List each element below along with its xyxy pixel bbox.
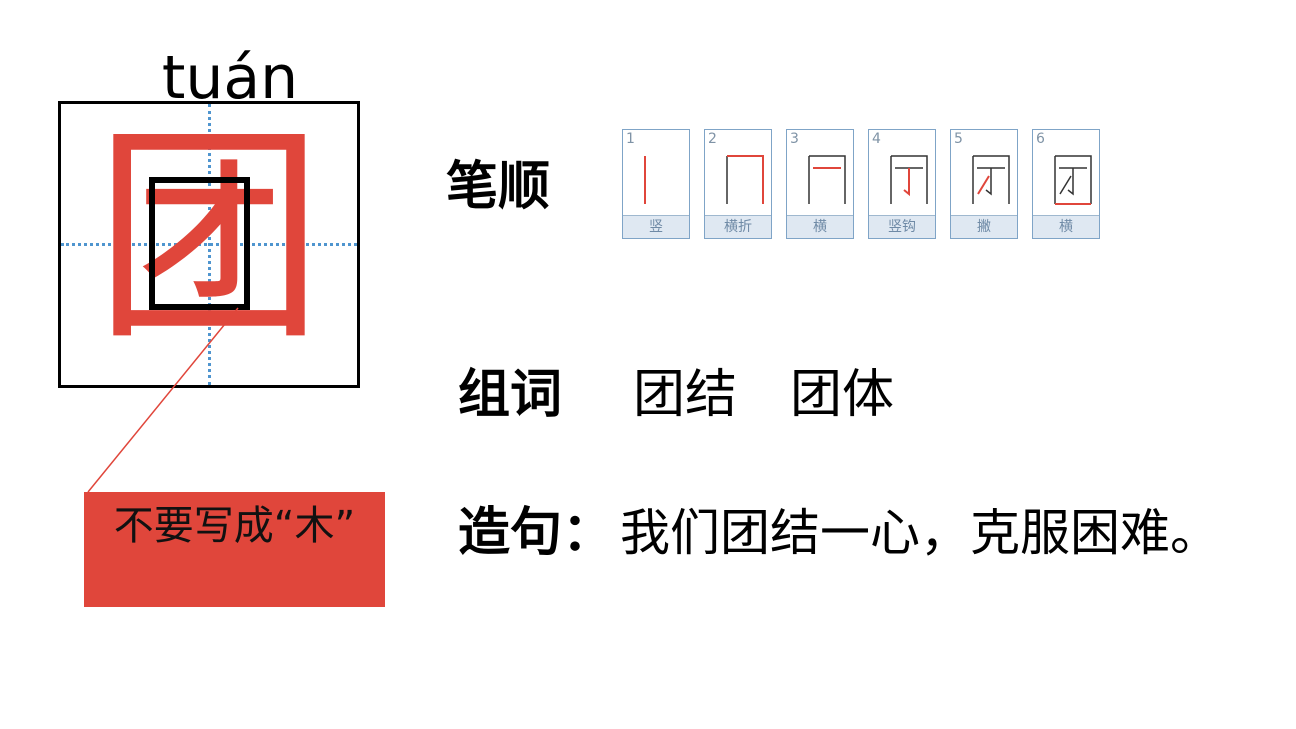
- stroke-name: 横折: [705, 215, 771, 238]
- word-group-label: 组词: [458, 365, 563, 425]
- stroke-number: 5: [954, 131, 963, 147]
- stroke-diagram-4: [890, 155, 928, 204]
- stroke-name: 横: [1033, 215, 1099, 238]
- stroke-diagram-6: [1054, 155, 1092, 205]
- stroke-card-1: 1 竖: [622, 129, 690, 239]
- character-grid: 团: [58, 101, 360, 388]
- stroke-diagram-1: [644, 156, 646, 204]
- stroke-number: 4: [872, 131, 881, 147]
- stroke-number: 2: [708, 131, 717, 147]
- sentence-label: 造句：: [458, 503, 615, 563]
- stroke-order-label: 笔顺: [446, 157, 551, 217]
- example-sentence: 我们团结一心，克服困难。: [620, 504, 1220, 562]
- callout-note: 不要写成“木”: [84, 492, 385, 607]
- stroke-name: 竖钩: [869, 215, 935, 238]
- stroke-name: 撇: [951, 215, 1017, 238]
- stroke-card-3: 3 横: [786, 129, 854, 239]
- stroke-diagram-3: [808, 155, 846, 204]
- stroke-card-6: 6 横: [1032, 129, 1100, 239]
- stroke-number: 1: [626, 131, 635, 147]
- stroke-card-5: 5 撇: [950, 129, 1018, 239]
- stroke-name: 横: [787, 215, 853, 238]
- stroke-diagram-2: [726, 155, 764, 204]
- callout-text: 不要写成“木”: [113, 503, 356, 549]
- word-item: 团体: [790, 365, 895, 425]
- stroke-card-2: 2 横折: [704, 129, 772, 239]
- word-item: 团结: [633, 365, 738, 425]
- stroke-number: 6: [1036, 131, 1045, 147]
- stroke-name: 竖: [623, 215, 689, 238]
- stroke-card-4: 4 竖钩: [868, 129, 936, 239]
- stroke-number: 3: [790, 131, 799, 147]
- main-character: 团: [93, 105, 324, 372]
- vertical-guide-line: [208, 104, 211, 385]
- highlight-box: [149, 177, 250, 310]
- stroke-diagram-5: [972, 155, 1010, 204]
